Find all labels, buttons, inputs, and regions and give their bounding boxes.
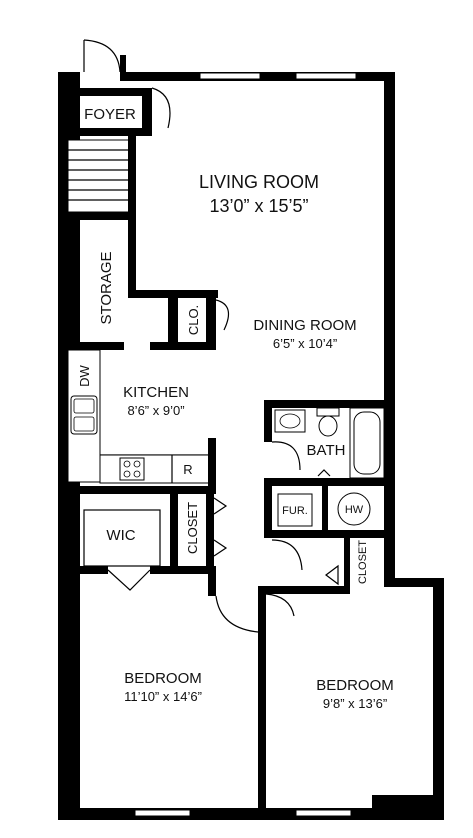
wic-label: WIC (106, 527, 135, 544)
dishwasher-label: DW (77, 364, 92, 386)
bedroom-1-dimensions: 11’10” x 14’6” (124, 689, 202, 704)
bedroom-1-label: BEDROOM (124, 670, 202, 687)
window (295, 72, 357, 80)
dining-room-label: DINING ROOM (253, 317, 356, 334)
wic-area: WIC (68, 509, 216, 591)
bedroom-2-dimensions: 9’8” x 13’6” (323, 696, 387, 711)
bath-area: BATH (264, 400, 386, 486)
window (134, 809, 191, 817)
living-room-label: LIVING ROOM (199, 172, 319, 192)
water-heater-label: HW (345, 504, 364, 516)
bedroom-walls (208, 566, 350, 816)
foyer-area: FOYER (72, 39, 171, 136)
hall-closet-label: CLOSET (185, 502, 200, 554)
foyer-label: FOYER (84, 106, 136, 123)
furnace-label: FUR. (282, 505, 308, 517)
clo-closet: CLO. (150, 290, 230, 350)
right-exterior-wall-upper (384, 72, 395, 584)
storage-label: STORAGE (98, 251, 115, 324)
kitchen-label: KITCHEN (123, 384, 189, 401)
vanity-sink-icon (274, 409, 306, 433)
furnace-icon (277, 493, 313, 527)
toilet-icon (316, 407, 340, 417)
stove-icon (119, 457, 145, 481)
kitchen-dimensions: 8’6” x 9’0” (127, 403, 184, 418)
window (199, 72, 261, 80)
dining-room-dimensions: 6’5” x 10’4” (273, 336, 337, 351)
refrigerator-label: R (183, 462, 192, 477)
right-closet: CLOSET (271, 538, 369, 586)
right-exterior-wall-lower (433, 578, 444, 820)
bedroom-2-label: BEDROOM (316, 677, 394, 694)
right-closet-label: CLOSET (357, 540, 369, 584)
stairs (67, 128, 136, 298)
bath-label: BATH (307, 442, 346, 459)
hall-closet: CLOSET (68, 486, 228, 566)
windows (134, 72, 357, 817)
window (295, 809, 352, 817)
clo-label: CLO. (186, 305, 201, 335)
kitchen-area: R DW KITCHEN 8’6” x 9’0” (67, 349, 216, 488)
utility-area: FUR. HW (264, 478, 386, 538)
living-room-dimensions: 13’0” x 15’5” (209, 196, 308, 216)
water-heater-icon (337, 492, 371, 526)
